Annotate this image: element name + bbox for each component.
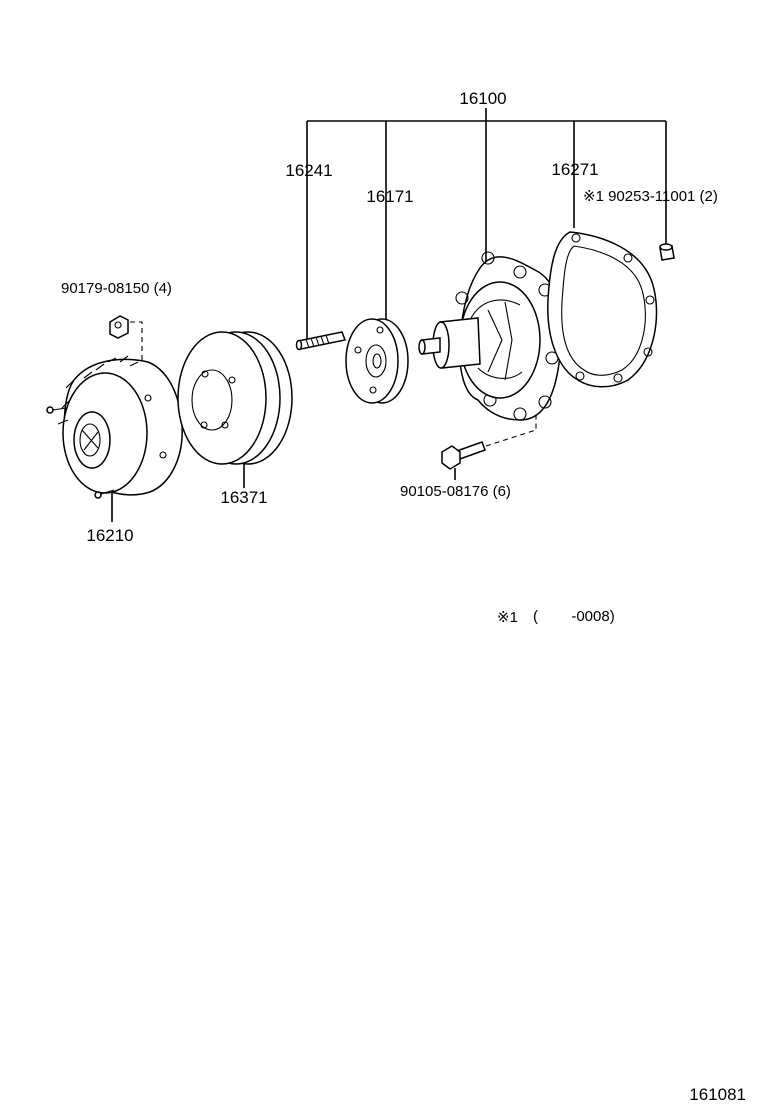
label-bolt-ref: 90105-08176 (6) <box>400 483 511 500</box>
label-plug-ref: ※1 90253-11001 (2) <box>583 188 718 205</box>
diagram-id: 161081 <box>689 1085 746 1104</box>
label-stud: 16241 <box>285 161 332 180</box>
hub-part <box>345 318 409 404</box>
label-fan-coupling: 16210 <box>86 526 133 545</box>
note-mark: ※1 <box>497 609 518 626</box>
assembly-bracket <box>306 108 667 348</box>
water-pump-part <box>418 251 563 421</box>
plug-part <box>659 243 675 261</box>
gasket-part <box>547 231 658 388</box>
label-pulley: 16371 <box>220 488 267 507</box>
note-range: ( -0008) <box>533 608 615 625</box>
label-nut-ref: 90179-08150 (4) <box>61 280 172 297</box>
label-assembly: 16100 <box>459 89 506 108</box>
nut-part <box>109 315 143 382</box>
label-hub: 16171 <box>366 187 413 206</box>
fan-coupling-part <box>46 355 183 522</box>
stud-part <box>295 331 347 351</box>
label-gasket: 16271 <box>551 160 598 179</box>
bolt-part <box>441 412 537 480</box>
pulley-part <box>177 331 293 488</box>
